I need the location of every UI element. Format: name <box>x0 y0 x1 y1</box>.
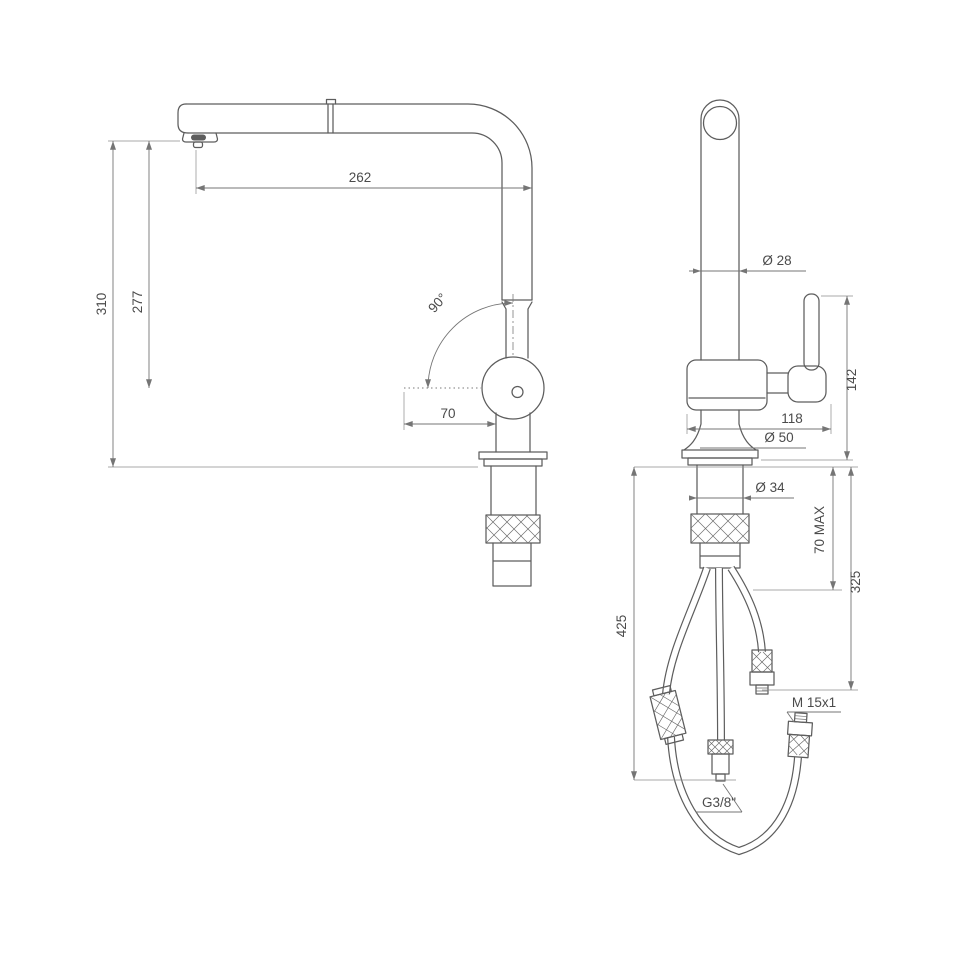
dim-hose-length-short: 325 <box>848 571 863 594</box>
riser-joint <box>501 299 533 359</box>
dim-handle-height: 142 <box>844 369 859 392</box>
riser-pipe <box>700 99 740 361</box>
flexible-hoses <box>662 565 802 856</box>
dim-hose-length-long: 425 <box>614 615 629 638</box>
body-and-shank <box>478 412 548 587</box>
ball-joint <box>481 356 545 420</box>
spray-head <box>181 132 219 149</box>
mixer-body <box>686 359 768 411</box>
label-spray-hose-thread: M 15x1 <box>792 695 836 710</box>
dim-spout-reach: 262 <box>349 170 372 185</box>
dim-total-height: 310 <box>94 293 109 316</box>
dim-body-width: 118 <box>781 411 803 426</box>
supply-connector-g38 <box>707 739 734 782</box>
label-supply-thread: G3/8" <box>702 795 736 810</box>
dim-spout-offset: 70 <box>440 406 455 421</box>
lever-handle <box>766 293 827 403</box>
side-view-dimensions: 262 310 277 90° 70 <box>94 140 533 468</box>
base-flange <box>681 409 759 466</box>
threaded-shank <box>690 464 750 569</box>
spout-tube <box>177 98 533 301</box>
dim-pipe-diameter: Ø 28 <box>762 253 791 268</box>
front-view <box>649 99 827 856</box>
supply-hose-fitting <box>749 649 775 695</box>
dim-swivel-angle: 90° <box>425 290 450 315</box>
front-view-dimensions: Ø 28 118 Ø 50 Ø 34 142 70 MAX 325 425 <box>614 253 863 813</box>
dim-max-deck-thickness: 70 MAX <box>812 506 827 554</box>
dim-spout-height: 277 <box>130 291 145 314</box>
hose-coupling <box>649 685 687 745</box>
spray-hose-fitting <box>786 712 814 759</box>
dim-base-diameter: Ø 50 <box>764 430 793 445</box>
dim-shank-diameter: Ø 34 <box>755 480 785 495</box>
